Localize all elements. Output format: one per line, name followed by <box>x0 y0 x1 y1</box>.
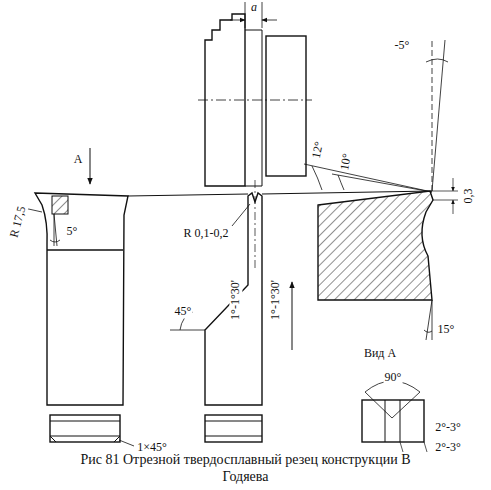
dimension-label: A <box>73 153 84 166</box>
dimension-label: 1°-1°30' <box>269 279 282 321</box>
dimension-label: 0,3 <box>462 188 475 205</box>
dimension-label: 5° <box>66 225 79 238</box>
dimension-label: a <box>250 1 258 14</box>
dimension-label: 10° <box>338 152 354 173</box>
dimension-label: 12° <box>310 139 327 160</box>
view-label: Вид A <box>363 347 397 360</box>
dimension-label: -5° <box>394 39 411 52</box>
dimension-label: R 17,5 <box>7 204 29 240</box>
dimension-label: 2°-3° <box>434 421 462 434</box>
dimension-label: R 0,1-0,2 <box>183 227 230 240</box>
dimension-label: 15° <box>437 323 456 336</box>
dimension-label: 1°-1°30' <box>229 279 242 321</box>
dimension-label: 90° <box>384 371 403 384</box>
dimension-label: 45° <box>174 305 193 318</box>
figure-caption: Рис 81 Отрезной твердосплавный резец кон… <box>60 452 431 486</box>
dimension-label: 2°-3° <box>434 441 462 454</box>
